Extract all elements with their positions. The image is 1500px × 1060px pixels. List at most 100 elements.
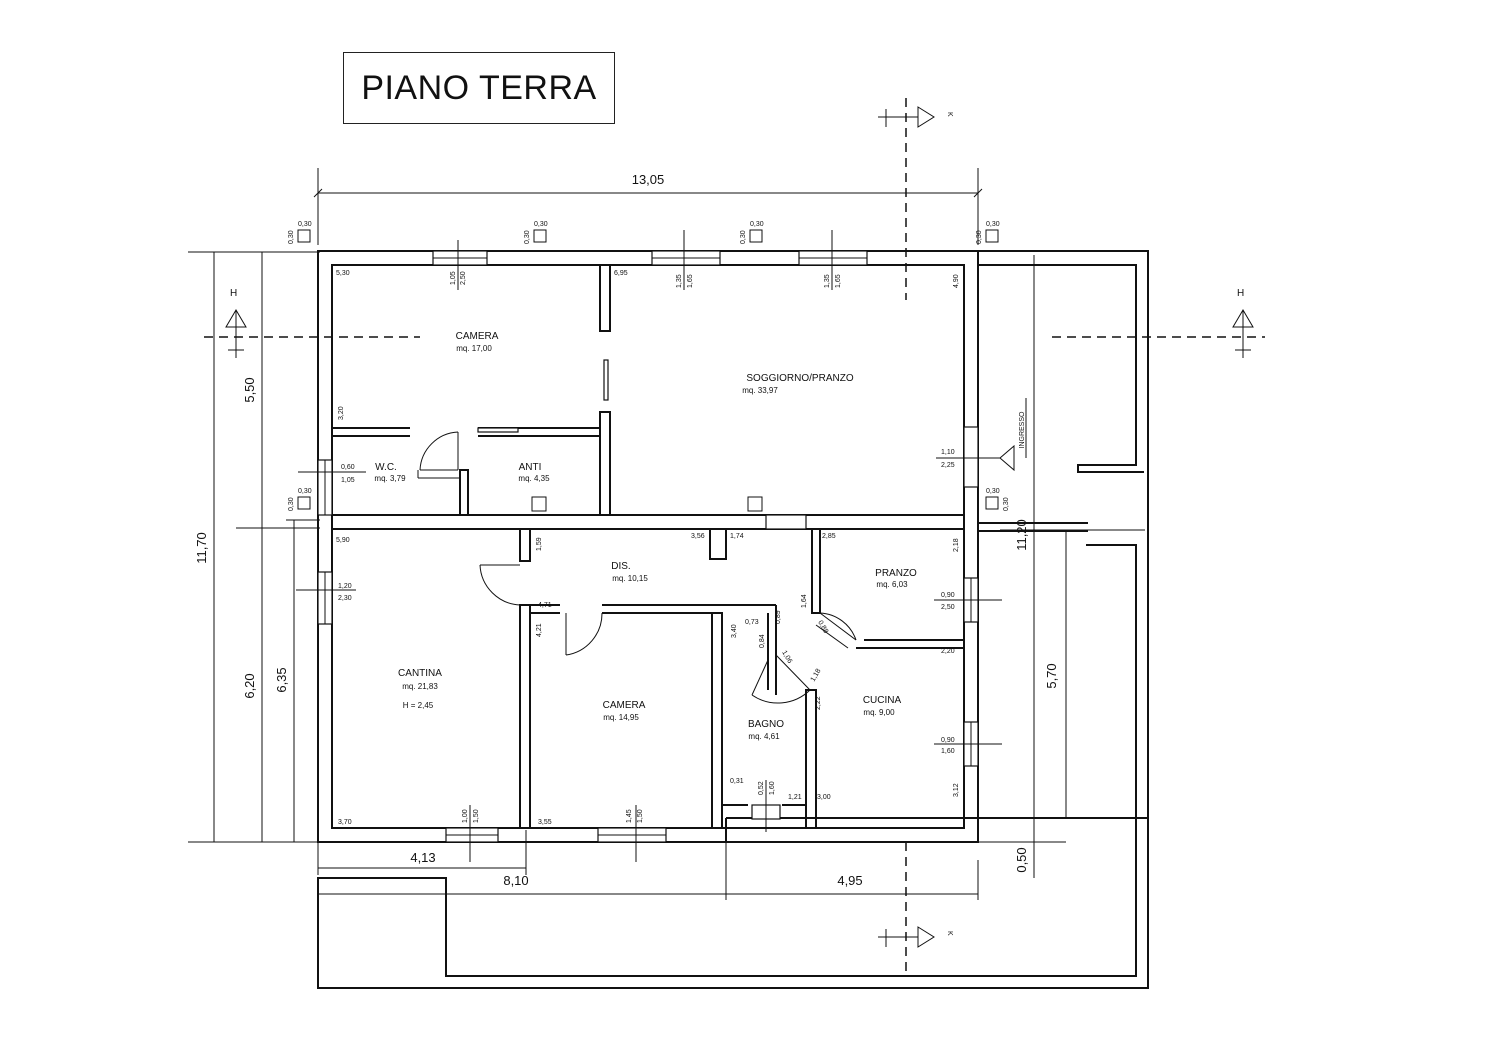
- dim-label: 1,65: [687, 274, 694, 288]
- dim-label: 1,64: [801, 594, 808, 608]
- room-dis-area: mq. 10,15: [612, 574, 648, 583]
- dim-label: 1,05: [450, 271, 457, 285]
- dim-label: 1,05: [341, 477, 355, 484]
- room-cantina-name: CANTINA: [398, 668, 442, 679]
- dim-right-upper: 11,20: [1014, 519, 1029, 551]
- entrance-marker: INGRESSO: [999, 398, 1027, 472]
- title-box: PIANO TERRA: [343, 52, 615, 124]
- dim-label: 0,52: [758, 781, 765, 795]
- section-k-label-bottom: K: [946, 931, 953, 936]
- dim-right-lower: 5,70: [1044, 663, 1059, 688]
- room-camera-1-area: mq. 17,00: [456, 344, 492, 353]
- dim-label: 1,00: [462, 809, 469, 823]
- room-wc-name: W.C.: [375, 462, 397, 473]
- pillar-dim: 0,30: [986, 221, 1000, 228]
- room-bagno-area: mq. 4,61: [748, 732, 780, 741]
- dim-width-top: 13,05: [632, 172, 665, 187]
- dim-label: 4,21: [536, 623, 543, 637]
- dim-label: 3,00: [817, 794, 831, 801]
- dim-label: 1,65: [835, 274, 842, 288]
- dim-label: 1,10: [941, 449, 955, 456]
- dim-label: 0,31: [730, 778, 744, 785]
- dim-label: 1,60: [769, 781, 776, 795]
- dim-label: 2,50: [941, 604, 955, 611]
- room-camera-1-name: CAMERA: [456, 331, 499, 342]
- room-cucina-area: mq. 9,00: [863, 708, 895, 717]
- dim-label: 1,06: [780, 650, 793, 665]
- dim-label: 0,89: [775, 610, 782, 624]
- pillar-dim: 0,30: [1003, 497, 1010, 511]
- dim-label: 0,73: [745, 619, 759, 626]
- room-camera-2-area: mq. 14,95: [603, 713, 639, 722]
- pillar-dim: 0,30: [298, 221, 312, 228]
- room-pranzo-area: mq. 6,03: [876, 580, 908, 589]
- dim-label: 1,18: [810, 668, 823, 683]
- pillar-dim: 0,30: [740, 230, 747, 244]
- room-pranzo-name: PRANZO: [875, 568, 917, 579]
- dim-label: 1,45: [626, 809, 633, 823]
- dim-lower-height-a: 6,20: [242, 673, 257, 698]
- dim-label: 3,56: [691, 533, 705, 540]
- dim-label: 5,30: [336, 270, 350, 277]
- dim-label: 3,12: [953, 783, 960, 797]
- room-soggiorno-area: mq. 33,97: [742, 386, 778, 395]
- dim-upper-height: 5,50: [242, 377, 257, 402]
- section-h-label-left: H: [230, 288, 237, 299]
- room-anti-name: ANTI: [519, 462, 542, 473]
- dim-label: 0,60: [341, 464, 355, 471]
- room-bagno-name: BAGNO: [748, 719, 784, 730]
- room-cucina-name: CUCINA: [863, 695, 902, 706]
- dim-label: 0,90: [941, 592, 955, 599]
- section-k-label-top: K: [946, 112, 953, 117]
- room-cantina-height: H = 2,45: [403, 701, 434, 710]
- room-soggiorno-name: SOGGIORNO/PRANZO: [746, 373, 853, 384]
- dim-bottom-a: 4,13: [410, 850, 435, 865]
- dim-label: 1,60: [941, 748, 955, 755]
- dim-label: 1,50: [473, 809, 480, 823]
- small-dimensions: 5,30 3,20 1,05 2,50 6,95 1,35 1,65 1,35 …: [288, 221, 1010, 826]
- dim-label: 2,18: [953, 538, 960, 552]
- pillar-dim: 0,30: [288, 497, 295, 511]
- dim-label: 1,50: [637, 809, 644, 823]
- pillar-dim: 0,30: [524, 230, 531, 244]
- dim-label: 1,35: [824, 274, 831, 288]
- dim-label: 4,90: [953, 274, 960, 288]
- dim-label: 1,59: [536, 537, 543, 551]
- entrance-label: INGRESSO: [1019, 411, 1026, 449]
- page-title: PIANO TERRA: [361, 68, 597, 107]
- section-h-line: H H: [204, 288, 1265, 358]
- dim-label: 0,90: [941, 737, 955, 744]
- dim-lower-height-b: 6,35: [274, 667, 289, 692]
- dim-height-left: 11,70: [194, 532, 209, 564]
- dim-bottom-b: 8,10: [503, 873, 528, 888]
- dim-label: 2,25: [941, 462, 955, 469]
- dim-label: 5,90: [336, 537, 350, 544]
- dim-label: 2,20: [941, 648, 955, 655]
- interior-walls: [332, 264, 964, 829]
- room-labels: CAMERA mq. 17,00 SOGGIORNO/PRANZO mq. 33…: [374, 331, 917, 741]
- room-wc-area: mq. 3,79: [374, 474, 406, 483]
- pillar-dim: 0,30: [534, 221, 548, 228]
- pillar-dim: 0,30: [976, 230, 983, 244]
- doors: [417, 359, 857, 704]
- dim-label: 2,30: [338, 595, 352, 602]
- dimension-lines: 13,05 11,70 5,50 6,20 6,35 11,20 5,70 0,…: [188, 168, 1145, 900]
- dim-label: 2,85: [822, 533, 836, 540]
- room-dis-name: DIS.: [611, 561, 630, 572]
- dim-label: 1,35: [676, 274, 683, 288]
- exterior-walls: [317, 250, 1149, 989]
- section-k-line: K K: [878, 98, 953, 975]
- pillars: [297, 229, 999, 512]
- windows: [296, 230, 1002, 862]
- room-cantina-area: mq. 21,83: [402, 682, 438, 691]
- pillar-dim: 0,30: [288, 230, 295, 244]
- pillar-dim: 0,30: [986, 488, 1000, 495]
- dim-label: 1,21: [788, 794, 802, 801]
- dim-label: 1,20: [338, 583, 352, 590]
- dim-label: 3,70: [338, 819, 352, 826]
- section-h-label-right: H: [1237, 288, 1244, 299]
- dim-label: 3,40: [731, 624, 738, 638]
- room-anti-area: mq. 4,35: [518, 474, 550, 483]
- dim-label: 6,95: [614, 270, 628, 277]
